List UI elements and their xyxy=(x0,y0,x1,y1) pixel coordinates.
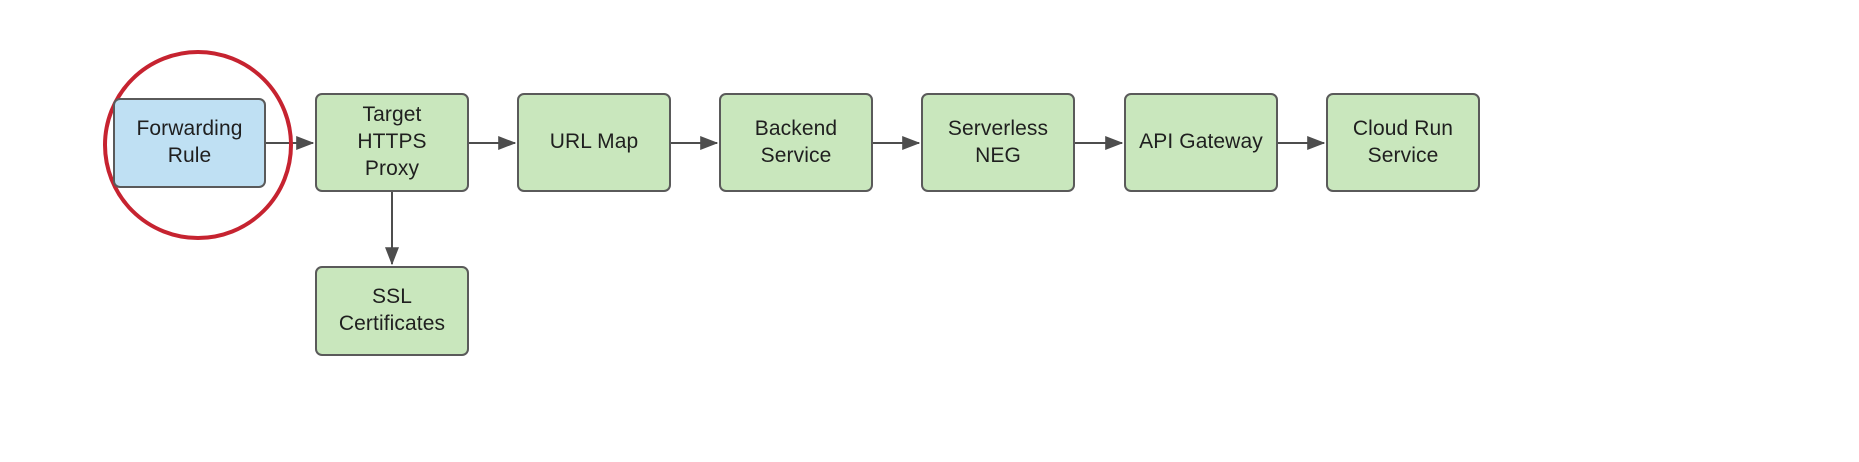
node-serverless-neg-label: Serverless NEG xyxy=(947,116,1049,167)
node-api-gateway-label: API Gateway xyxy=(1139,130,1263,154)
node-ssl-certificates[interactable]: SSL Certificates xyxy=(315,266,469,356)
node-url-map-label: URL Map xyxy=(549,130,639,154)
node-api-gateway[interactable]: API Gateway xyxy=(1124,93,1278,192)
forwarding-rule-highlight-circle xyxy=(103,50,293,240)
node-url-map[interactable]: URL Map xyxy=(517,93,671,192)
node-ssl-certificates-label: SSL Certificates xyxy=(338,285,446,335)
node-serverless-neg[interactable]: Serverless NEG xyxy=(921,93,1075,192)
node-target-https-proxy[interactable]: Target HTTPS Proxy xyxy=(315,93,469,192)
node-cloud-run-service-label: Cloud Run Service xyxy=(1352,116,1454,167)
node-backend-service[interactable]: Backend Service xyxy=(719,93,873,192)
node-cloud-run-service[interactable]: Cloud Run Service xyxy=(1326,93,1480,192)
node-target-https-proxy-label: Target HTTPS Proxy xyxy=(357,103,427,180)
node-forwarding-rule-label: Forwarding Rule xyxy=(136,117,243,167)
node-backend-service-label: Backend Service xyxy=(754,116,838,167)
node-forwarding-rule[interactable]: Forwarding Rule xyxy=(113,98,266,188)
